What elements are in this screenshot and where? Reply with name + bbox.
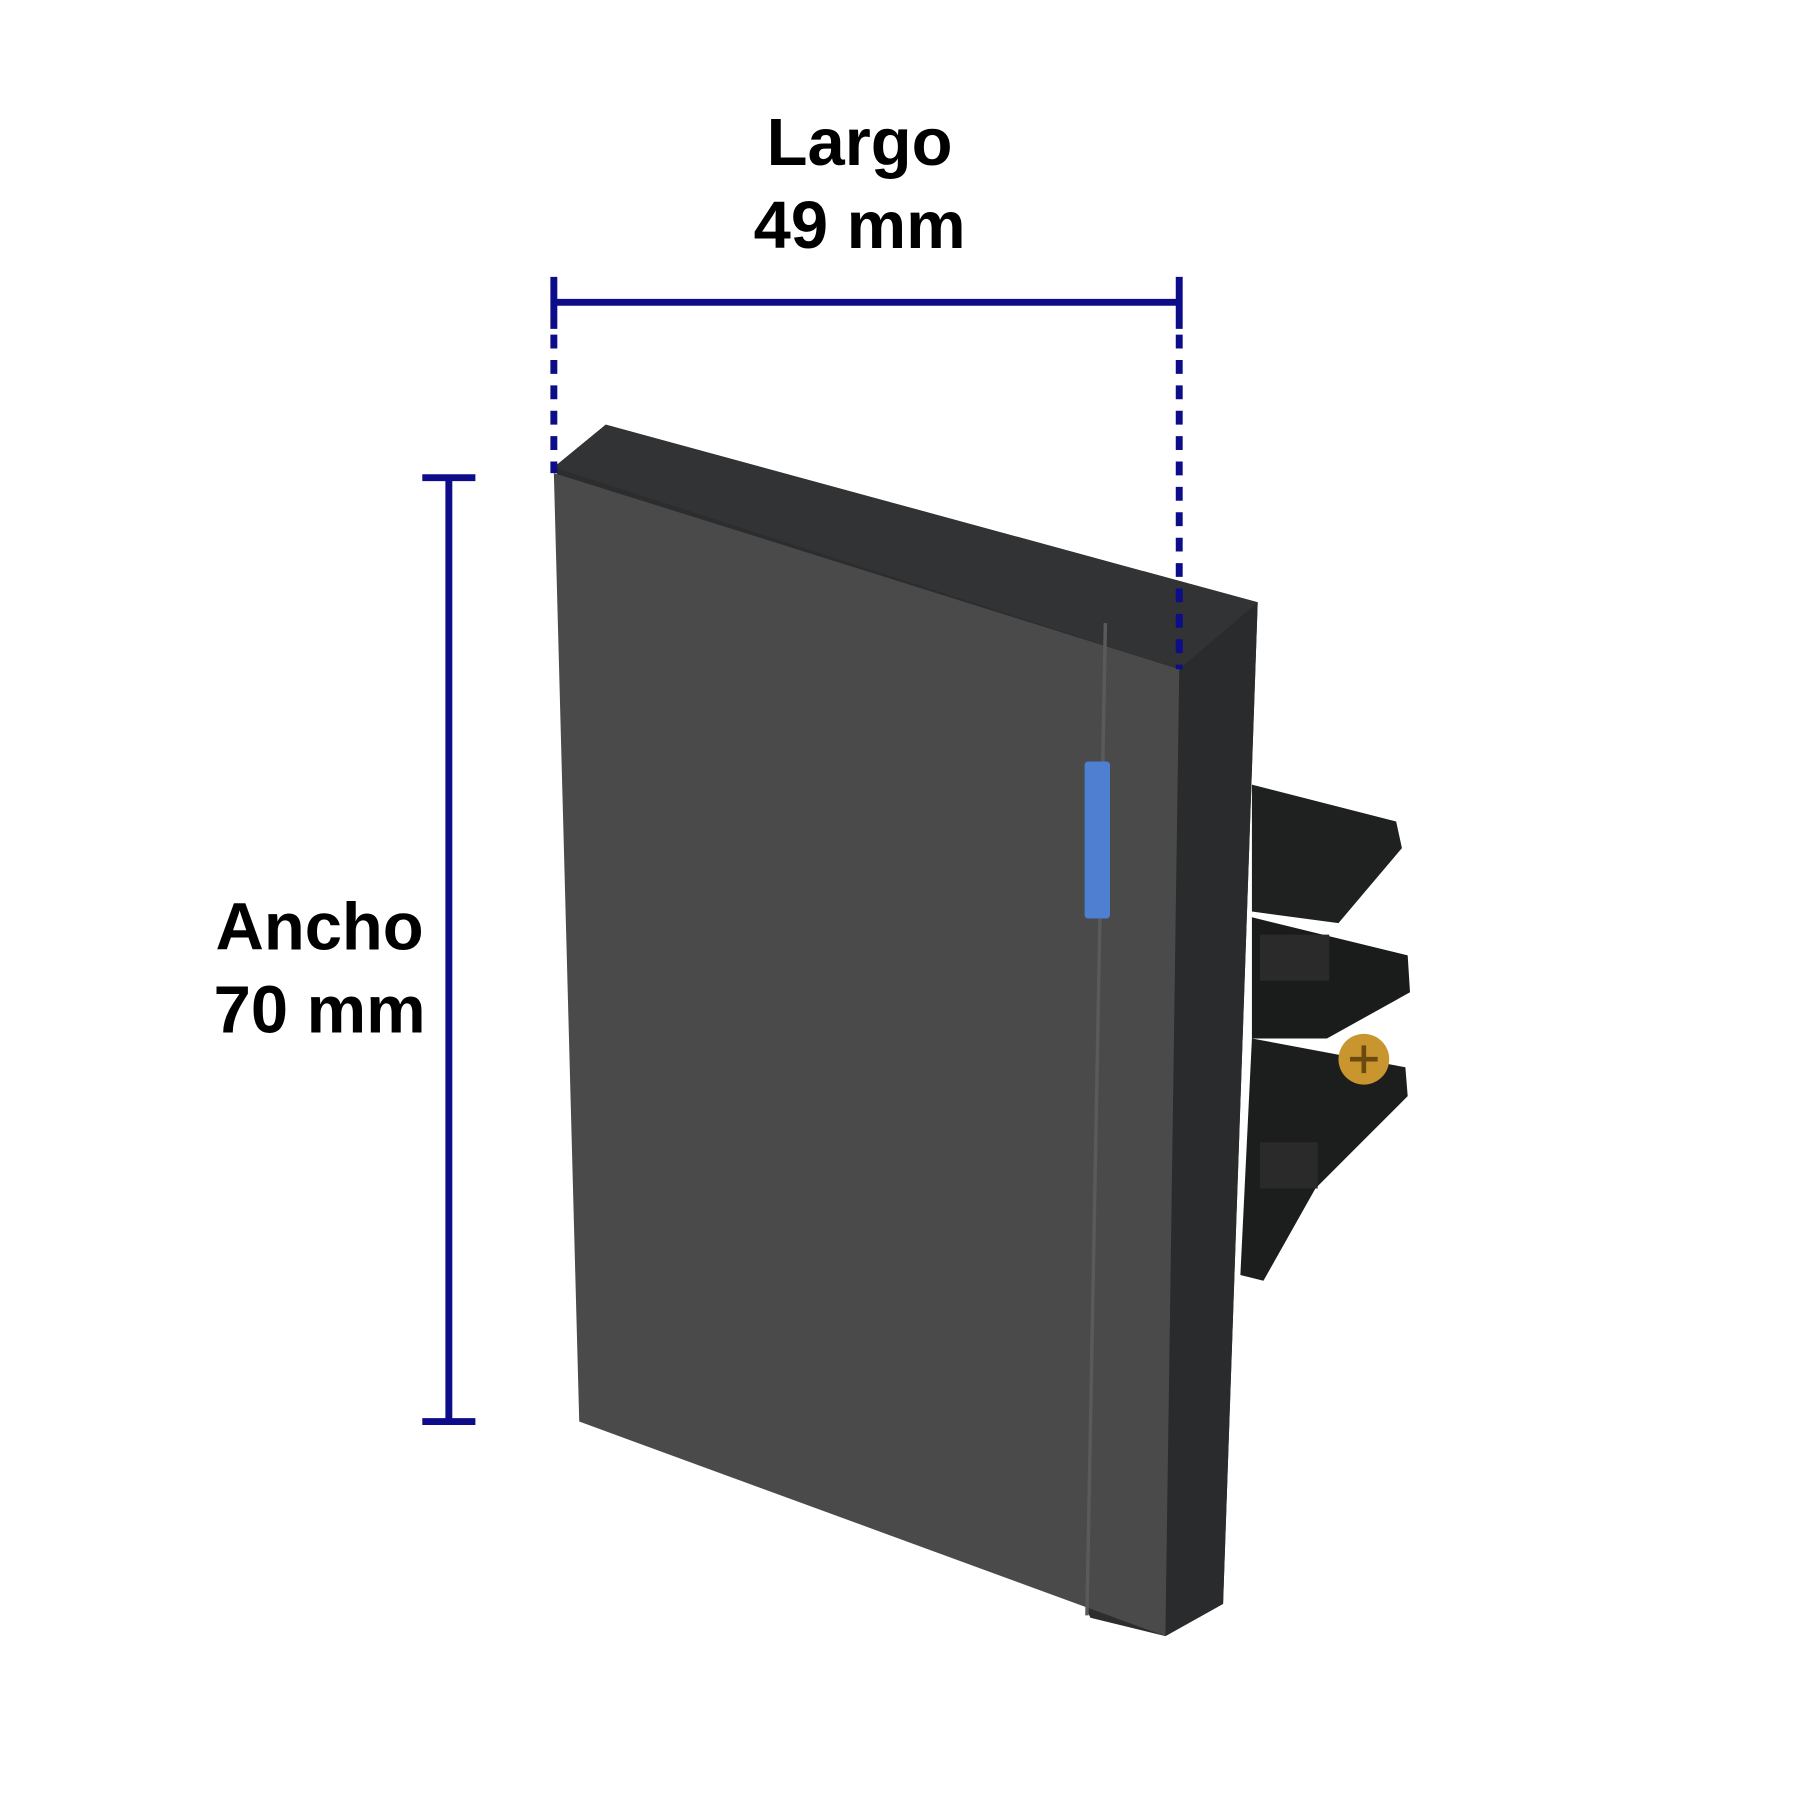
width-value: 70 mm: [214, 973, 426, 1048]
indicator-light: [1084, 761, 1110, 919]
width-dimension-line: [422, 474, 476, 1425]
width-label: Ancho: [216, 890, 424, 965]
switch-plate: [553, 424, 1258, 1637]
length-label: Largo: [767, 105, 953, 180]
length-value: 49 mm: [754, 188, 966, 263]
switch-mechanism: [1240, 784, 1410, 1281]
length-dimension-line: [550, 276, 1183, 670]
